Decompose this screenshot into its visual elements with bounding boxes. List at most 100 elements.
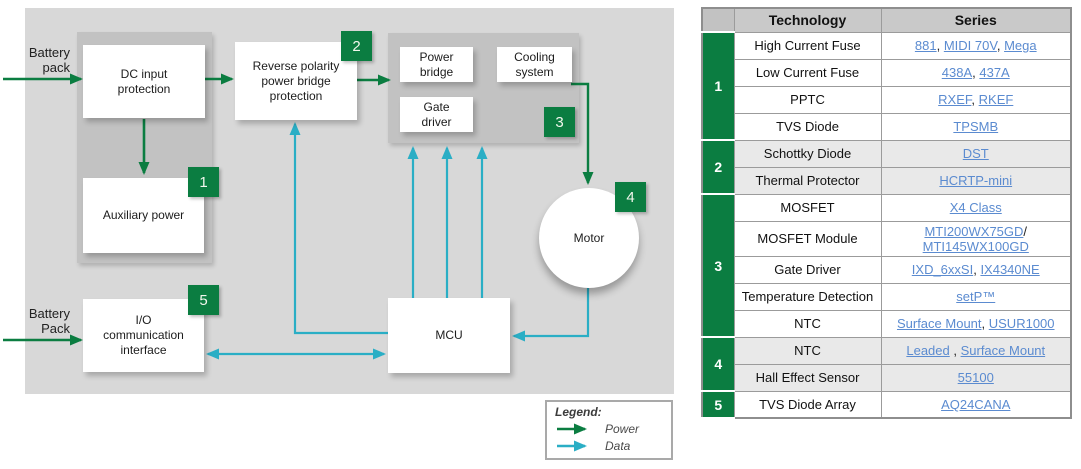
series-separator: , (972, 65, 980, 80)
series-link[interactable]: MTI200WX75GD (924, 223, 1024, 239)
badge-4: 4 (615, 182, 646, 212)
table-header-row: Technology Series (701, 7, 1072, 33)
series-cell: MTI200WX75GD/MTI145WX100GD (880, 220, 1072, 257)
series-link[interactable]: MTI145WX100GD (922, 238, 1029, 254)
series-separator: / (1023, 223, 1028, 239)
technology-cell: Gate Driver (733, 255, 882, 284)
series-link[interactable]: IX4340NE (980, 262, 1040, 277)
table-row: TVS Diode TPSMB (702, 112, 1072, 141)
badge-3: 3 (544, 107, 575, 137)
series-separator: , (971, 92, 979, 107)
series-link[interactable]: DST (962, 146, 989, 161)
block-label: DC input protection (117, 66, 171, 96)
table-row: PPTC RXEF, RKEF (702, 85, 1072, 114)
legend-item-label: Data (605, 439, 631, 453)
series-cell: 55100 (880, 363, 1072, 392)
badge-1: 1 (188, 167, 219, 197)
power-arrow-icon (557, 423, 587, 435)
series-link[interactable]: RXEF (938, 92, 972, 107)
block-mcu: MCU (388, 298, 510, 373)
series-cell: DST (880, 139, 1072, 168)
series-link[interactable]: MIDI 70V (943, 38, 997, 53)
series-link[interactable]: 437A (979, 65, 1010, 80)
technology-cell: TVS Diode (733, 112, 882, 141)
technology-cell: MOSFET Module (733, 220, 882, 257)
battery-pack-label-bottom: Battery Pack (28, 306, 70, 336)
series-link[interactable]: HCRTP-mini (939, 173, 1013, 188)
series-link[interactable]: setP™ (956, 289, 996, 304)
technology-cell: MOSFET (733, 193, 882, 222)
technology-cell: High Current Fuse (733, 31, 882, 60)
series-link[interactable]: USUR1000 (988, 316, 1055, 331)
group-number: 2 (702, 139, 735, 195)
series-cell: 438A, 437A (880, 58, 1072, 87)
legend-item-power: Power (555, 422, 663, 436)
series-link[interactable]: X4 Class (949, 200, 1002, 215)
series-separator: , (973, 262, 981, 277)
series-link[interactable]: TPSMB (953, 119, 999, 134)
group-number: 5 (702, 390, 735, 419)
technology-cell: Schottky Diode (733, 139, 882, 168)
series-separator: , (936, 38, 944, 53)
series-link[interactable]: Surface Mount (960, 343, 1046, 358)
series-link[interactable]: Leaded (906, 343, 950, 358)
technology-cell: PPTC (733, 85, 882, 114)
series-link[interactable]: 55100 (957, 370, 994, 385)
badge-5: 5 (188, 285, 219, 315)
series-separator: , (949, 343, 961, 358)
block-reverse-polarity-protection: Reverse polarity power bridge protection (235, 42, 357, 120)
series-link[interactable]: IXD_6xxSI (911, 262, 974, 277)
legend-title: Legend: (555, 405, 602, 419)
series-cell: 881, MIDI 70V, Mega (880, 31, 1072, 60)
battery-pack-label-top: Battery pack (28, 45, 70, 75)
series-link[interactable]: Surface Mount (896, 316, 982, 331)
legend: Legend: Power Data (545, 400, 673, 460)
group-number: 3 (702, 193, 735, 338)
series-separator: , (981, 316, 989, 331)
block-power-bridge: Power bridge (400, 47, 473, 82)
badge-2: 2 (341, 31, 372, 61)
series-cell: X4 Class (880, 193, 1072, 222)
table-row: Hall Effect Sensor 55100 (702, 363, 1072, 392)
block-auxiliary-power: Auxiliary power (83, 178, 204, 253)
block-cooling-system: Cooling system (497, 47, 572, 82)
series-link[interactable]: Mega (1004, 38, 1037, 53)
series-link[interactable]: AQ24CANA (941, 396, 1011, 412)
block-label: MCU (435, 328, 463, 342)
legend-item-data: Data (555, 439, 663, 453)
series-cell: IXD_6xxSI, IX4340NE (880, 255, 1072, 284)
series-cell: Leaded , Surface Mount (880, 336, 1072, 365)
series-link[interactable]: 438A (941, 65, 973, 80)
block-label: Motor (573, 230, 605, 245)
group-number-header (701, 7, 735, 33)
technology-cell: Hall Effect Sensor (733, 363, 882, 392)
series-cell: Surface Mount, USUR1000 (880, 309, 1072, 338)
technology-cell: NTC (733, 309, 882, 338)
table-row: Temperature Detection setP™ (702, 282, 1072, 311)
technology-header: Technology (733, 7, 882, 33)
series-cell: TPSMB (880, 112, 1072, 141)
block-label: Gate driver (421, 99, 452, 129)
block-io-communication-interface: I/O communication interface (83, 299, 204, 372)
data-arrow-icon (557, 440, 587, 452)
series-link[interactable]: 881 (914, 38, 937, 53)
block-dc-input-protection: DC input protection (83, 45, 205, 118)
technology-cell: NTC (733, 336, 882, 365)
technology-cell: Temperature Detection (733, 282, 882, 311)
series-cell: AQ24CANA (880, 390, 1072, 419)
technology-cell: Low Current Fuse (733, 58, 882, 87)
block-label: I/O communication interface (103, 313, 184, 357)
group-number: 4 (702, 336, 735, 392)
series-cell: setP™ (880, 282, 1072, 311)
series-link[interactable]: RKEF (978, 92, 1014, 107)
